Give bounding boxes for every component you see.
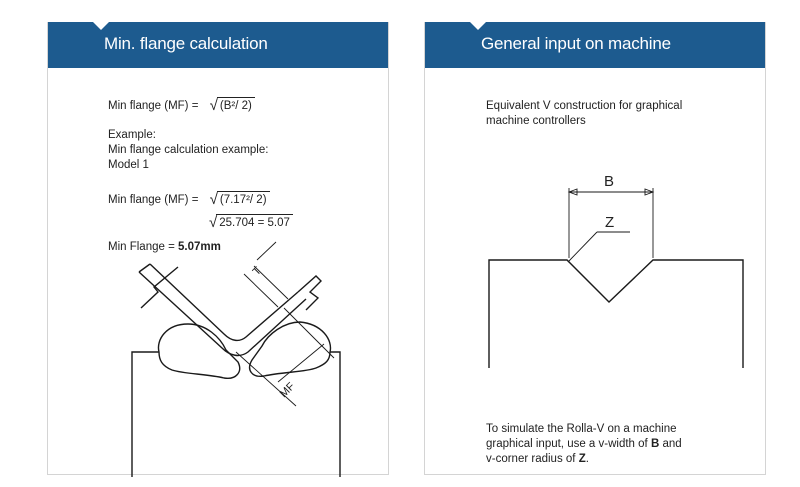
calc-expression-1: (7.17²/ 2): [216, 191, 270, 208]
formula-row: Min flange (MF) = √(B²/ 2): [108, 97, 255, 114]
header-notch: [469, 21, 487, 30]
mf-dim-line: [277, 343, 325, 383]
panel-title: Min. flange calculation: [104, 34, 268, 53]
result-row: Min Flange = 5.07mm: [108, 240, 221, 255]
footer-line-1: To simulate the Rolla-V on a machine: [486, 423, 677, 435]
b-label: B: [604, 173, 614, 190]
header-notch: [92, 21, 110, 30]
intro-line-2: machine controllers: [486, 115, 586, 127]
calc-row: Min flange (MF) = √(7.17²/ 2): [108, 191, 270, 208]
intro-line-1: Equivalent V construction for graphical: [486, 100, 683, 112]
example-label: Example:: [108, 129, 156, 141]
general-input-panel: General input on machine Equivalent V co…: [424, 21, 766, 475]
punch-left: [140, 266, 179, 309]
z-leader: [567, 231, 598, 263]
formula-expression: (B²/ 2): [216, 97, 255, 114]
sheet-inner: [149, 263, 299, 342]
panel-title: General input on machine: [481, 34, 671, 53]
calc-label: Min flange (MF) =: [108, 194, 199, 206]
footer-bold-z: Z: [578, 453, 586, 465]
v-die-outline: [488, 259, 744, 368]
mf-label: MF: [278, 380, 298, 400]
t-label: T: [251, 265, 264, 278]
footer-line-3: v-corner radius of Z.: [486, 452, 589, 467]
sqrt-icon: √: [209, 214, 218, 231]
panel-header: Min. flange calculation: [48, 21, 388, 68]
footer-text: .: [585, 453, 589, 465]
b-arrow-left: [567, 188, 578, 196]
t-dim-line-2: [253, 265, 289, 300]
die-roller-right: [248, 321, 332, 377]
min-flange-diagram: T MF: [131, 241, 341, 477]
calc-expression-2: 25.704 = 5.07: [216, 214, 293, 231]
footer-text: and: [659, 438, 682, 450]
sheet-outer: [138, 271, 307, 357]
footer-text: graphical input, use a v-width of: [486, 438, 651, 450]
die-roller-left: [157, 323, 241, 379]
t-dim-line-3: [256, 241, 277, 261]
formula-label: Min flange (MF) =: [108, 100, 199, 112]
calc-row-2: √25.704 = 5.07: [209, 214, 293, 231]
punch-right: [297, 275, 322, 311]
panel-header: General input on machine: [425, 21, 765, 68]
sqrt-icon: √: [209, 97, 218, 114]
example-line-1: Min flange calculation example:: [108, 144, 269, 156]
result-prefix: Min Flange =: [108, 241, 178, 253]
mf-ext-2: [283, 307, 335, 359]
sheet-end-left: [138, 263, 151, 273]
sqrt-icon: √: [209, 191, 218, 208]
equivalent-v-diagram: B Z: [488, 173, 744, 368]
footer-line-2: graphical input, use a v-width of B and: [486, 437, 682, 452]
result-value: 5.07mm: [178, 241, 221, 253]
b-arrow-right: [644, 188, 655, 196]
min-flange-panel: Min. flange calculation Min flange (MF) …: [47, 21, 389, 477]
t-dim-line-1: [243, 273, 279, 308]
footer-bold-b: B: [650, 438, 660, 450]
footer-text: v-corner radius of: [486, 453, 579, 465]
die-outline: [131, 351, 341, 477]
mf-ext-1: [235, 351, 297, 407]
example-line-2: Model 1: [108, 159, 149, 171]
z-label: Z: [605, 214, 614, 231]
